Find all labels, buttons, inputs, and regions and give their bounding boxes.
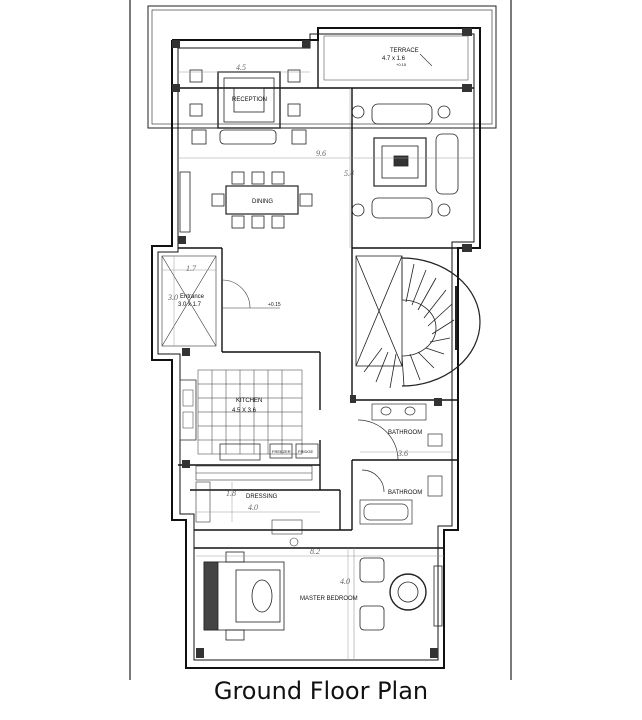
level-marker: +0.15 <box>268 302 281 308</box>
staircase <box>355 255 481 389</box>
terrace-size: 4.7 x 1.6 <box>382 56 406 62</box>
master-bedroom-label: MASTER BEDROOM <box>300 596 358 602</box>
entrance-area: Entrance 3.0 x 1.7 +0.15 <box>161 255 281 347</box>
dim-9-6: 9.6 <box>316 149 326 158</box>
bathroom-2-label: BATHROOM <box>388 490 422 496</box>
bathroom-1-label: BATHROOM <box>388 430 422 436</box>
kitchen-label: KITCHEN <box>236 398 262 404</box>
dining-label: DINING <box>252 199 273 205</box>
dim-1-8: 1.8 <box>226 489 236 498</box>
dim-4-0-dressing: 4.0 <box>248 503 258 512</box>
kitchen-area: KITCHEN 4.5 X 3.6 FREEZER FRIDGE <box>179 369 319 461</box>
dressing-label: DRESSING <box>246 494 278 500</box>
dim-4-0-bedroom: 4.0 <box>340 577 350 586</box>
structural-columns <box>172 28 472 658</box>
fridge-label: FRIDGE <box>298 449 313 454</box>
dim-5-4: 5.4 <box>344 169 354 178</box>
dining-furniture: DINING <box>179 171 313 233</box>
reception-label: RECEPTION <box>232 97 267 103</box>
dim-4-5: 4.5 <box>236 63 246 72</box>
interior-walls <box>178 28 474 549</box>
entrance-size: 3.0 x 1.7 <box>178 302 202 308</box>
reception-furniture: RECEPTION <box>189 69 307 145</box>
bathroom-fixtures: BATHROOM BATHROOM <box>357 403 443 525</box>
freezer-label: FREEZER <box>272 449 291 454</box>
plan-title: Ground Floor Plan <box>213 677 429 705</box>
entrance-label: Entrance <box>180 294 205 300</box>
dim-3-6: 3.6 <box>397 449 408 458</box>
dimension-lines <box>162 71 474 660</box>
dim-1-7: 1.7 <box>186 264 197 273</box>
kitchen-size: 4.5 X 3.6 <box>232 408 257 414</box>
dressing-area: DRESSING <box>195 465 313 547</box>
terrace-level: +0.15 <box>396 62 407 67</box>
terrace-label: TERRACE <box>390 48 419 54</box>
master-bedroom-furniture: MASTER BEDROOM <box>203 548 443 660</box>
exterior-walls <box>151 27 481 669</box>
outer-frame <box>129 0 512 680</box>
terrace-area: TERRACE 4.7 x 1.6 +0.15 <box>323 35 469 81</box>
dim-8-2: 8.2 <box>310 547 320 556</box>
living-furniture <box>351 103 459 219</box>
dim-3-0: 3.0 <box>167 293 178 302</box>
